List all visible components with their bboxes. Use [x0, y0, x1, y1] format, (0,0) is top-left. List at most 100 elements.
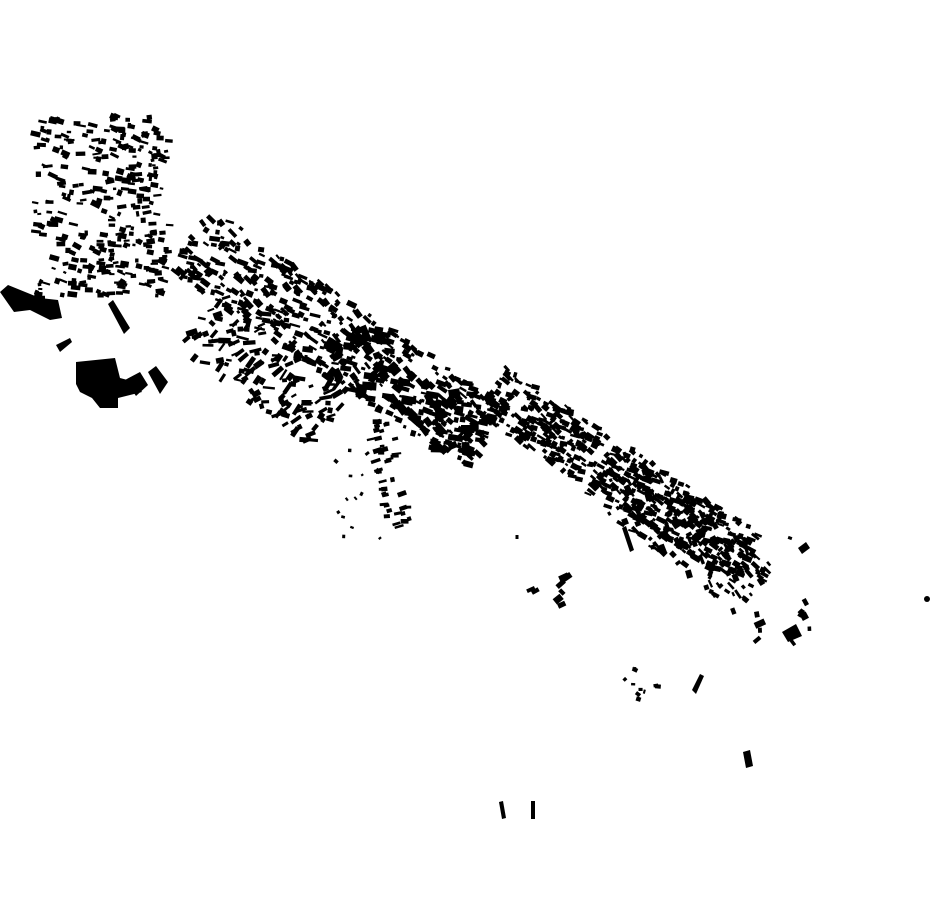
building [258, 252, 266, 258]
building [349, 525, 355, 530]
building [396, 489, 407, 498]
building [728, 577, 737, 584]
building [436, 384, 448, 394]
building [654, 684, 661, 689]
building [415, 400, 422, 405]
building [537, 417, 547, 423]
building [75, 151, 86, 157]
building [136, 193, 145, 199]
building [199, 259, 209, 269]
building [364, 361, 372, 370]
building [598, 483, 607, 493]
building [511, 429, 519, 435]
building [604, 490, 613, 497]
building [281, 421, 289, 428]
building [572, 453, 582, 462]
building [290, 414, 302, 425]
building [699, 511, 707, 519]
building [325, 400, 331, 406]
building [511, 388, 520, 397]
building [151, 259, 162, 263]
building [218, 373, 227, 383]
building [122, 241, 129, 249]
building [49, 216, 59, 224]
building [688, 499, 698, 508]
building [361, 381, 377, 391]
building [653, 541, 661, 550]
building [600, 459, 609, 466]
building [283, 274, 294, 281]
building [459, 386, 467, 393]
building [236, 258, 249, 268]
building [390, 454, 399, 458]
building [702, 551, 711, 560]
building [252, 374, 263, 386]
building [234, 348, 245, 358]
building [260, 286, 272, 299]
building [254, 288, 259, 292]
building [652, 541, 656, 547]
building [754, 611, 760, 618]
building [534, 390, 540, 395]
building [740, 584, 746, 590]
building [549, 415, 557, 423]
building [115, 291, 124, 295]
building [258, 377, 267, 386]
building [501, 402, 511, 412]
building [707, 526, 713, 532]
building [705, 504, 713, 510]
building [30, 229, 42, 234]
building [379, 359, 385, 365]
building [360, 473, 364, 477]
building [717, 582, 724, 590]
building [65, 247, 71, 254]
building [146, 186, 151, 193]
building [139, 139, 149, 145]
building [589, 474, 597, 481]
building [217, 245, 224, 251]
building [478, 429, 490, 436]
building [225, 328, 235, 334]
building [33, 145, 41, 150]
building [378, 536, 382, 540]
building [56, 241, 66, 247]
building [37, 282, 42, 287]
building [613, 451, 624, 463]
building [729, 538, 737, 546]
building [100, 208, 108, 215]
building [403, 338, 411, 345]
building [120, 187, 129, 191]
building [461, 378, 468, 385]
building [342, 371, 349, 378]
building [262, 385, 275, 390]
building [441, 375, 448, 381]
building [216, 220, 224, 226]
building [265, 408, 273, 415]
building [120, 227, 126, 231]
building [391, 452, 402, 456]
building [703, 546, 713, 554]
building [540, 412, 548, 421]
building [279, 268, 287, 276]
building [214, 361, 225, 373]
building [370, 457, 381, 465]
building [686, 515, 696, 525]
building [650, 498, 657, 505]
building [548, 401, 554, 405]
building [542, 454, 548, 460]
building [108, 248, 115, 253]
building [92, 185, 103, 192]
building [353, 377, 360, 385]
building [181, 334, 191, 344]
building [225, 303, 232, 311]
building [340, 365, 352, 372]
building [384, 356, 393, 365]
building [634, 520, 642, 528]
building [103, 128, 110, 133]
building [293, 355, 302, 364]
building [132, 155, 137, 158]
building [120, 143, 130, 151]
building [181, 247, 188, 253]
building [435, 428, 449, 435]
building [731, 591, 736, 597]
